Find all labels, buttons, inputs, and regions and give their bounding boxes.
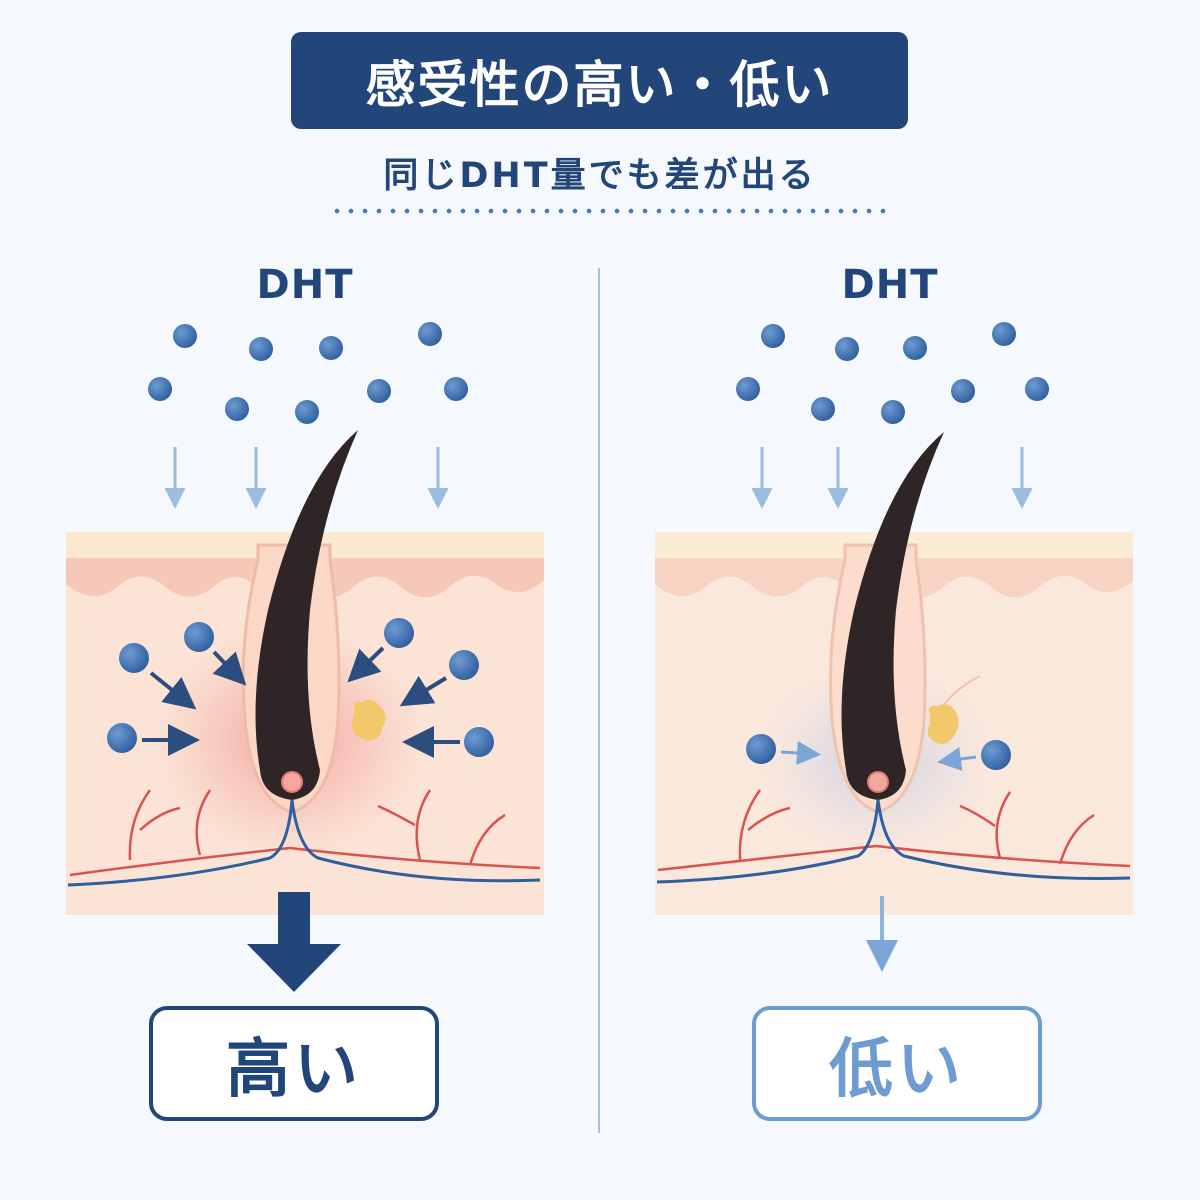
down-arrows-high: [164, 447, 449, 509]
papilla-high: [281, 771, 303, 793]
result-label-low: 低い: [829, 1032, 965, 1107]
panel-divider: [598, 268, 600, 1133]
receptor-high: [351, 699, 386, 741]
panel-low: [655, 322, 1133, 972]
title-banner: 感受性の高い・低い: [291, 32, 908, 129]
skin-cross-section-low: [655, 432, 1133, 915]
dotted-divider: [330, 207, 890, 215]
page-title: 感受性の高い・低い: [365, 55, 834, 114]
dht-molecules-low: [736, 322, 1049, 424]
nerve-low: [656, 799, 1131, 884]
receptor-low: [927, 704, 959, 744]
down-arrows-low: [751, 447, 1033, 509]
hair-strand-high: [255, 430, 358, 800]
result-label-high: 高い: [226, 1032, 362, 1107]
absorption-arrows-low: [746, 734, 1011, 771]
blood-vessels-low: [657, 789, 1131, 872]
nerve-high: [67, 799, 541, 887]
page-subtitle: 同じDHT量でも差が出る: [383, 156, 817, 196]
hair-strand-low: [841, 432, 944, 800]
result-box-high: 高い: [149, 1006, 439, 1121]
dht-label-low: DHT: [841, 262, 939, 308]
dht-molecules-high: [148, 322, 468, 424]
papilla-low: [867, 771, 889, 793]
panel-high: [66, 322, 544, 992]
dht-label-high: DHT: [256, 262, 354, 308]
blood-vessels-high: [69, 789, 541, 877]
big-down-arrow-high: [247, 892, 341, 992]
absorption-arrows-high: [107, 618, 494, 758]
result-box-low: 低い: [752, 1006, 1042, 1121]
